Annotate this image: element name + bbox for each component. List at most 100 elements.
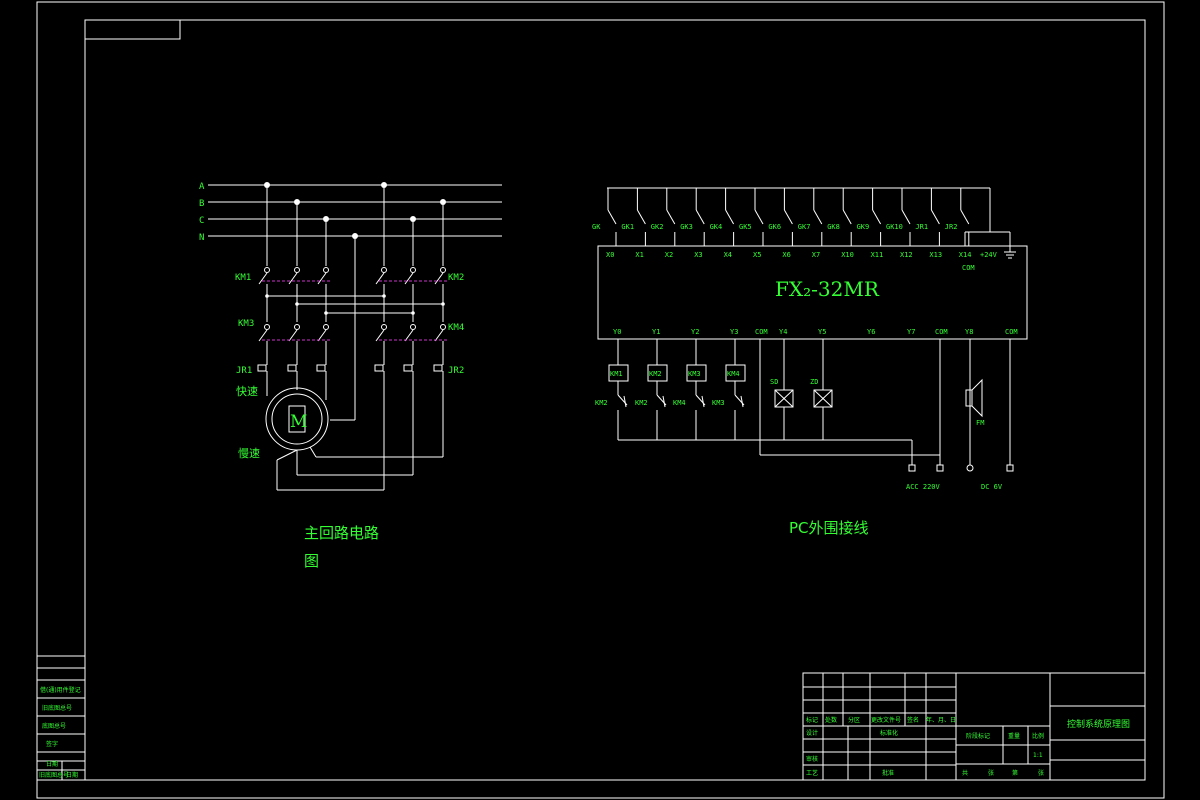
input-terminal-label: X4 (724, 251, 732, 259)
tb-header-cell: 年、月、日 (926, 716, 956, 724)
interlock-label: KM2 (635, 399, 648, 407)
drawing-frame (36, 1, 1165, 799)
main-circuit-caption-line2: 图 (304, 552, 319, 570)
tb-header-cell: 更改文件号 (871, 716, 901, 724)
lamp-zd-label: ZD (810, 378, 818, 386)
input-terminal-label: X5 (753, 251, 761, 259)
output-terminal-label: Y5 (818, 328, 826, 336)
side-table-cell: 借(通)用件登记 (40, 686, 81, 694)
tb-header-cell: 分区 (848, 716, 860, 724)
input-terminal-label: X1 (635, 251, 643, 259)
interlock-label: KM4 (673, 399, 686, 407)
interlock-label: KM2 (595, 399, 608, 407)
tb-mid-cell: 重量 (1008, 732, 1020, 740)
main-circuit-caption: 主回路电路 (304, 524, 379, 542)
tb-header-cell: 标记 (806, 716, 818, 724)
plc-input-com-label: COM (962, 264, 975, 272)
input-switch-label: GK (592, 223, 601, 231)
tb-sheet-cell: 共 (962, 769, 968, 777)
plc-24v-label: +24V (980, 251, 998, 259)
tb-mid-cell: 阶段标记 (966, 732, 990, 740)
main-circuit: A B C N KM1 KM2 (199, 182, 502, 570)
input-terminal-label: X14 (959, 251, 972, 259)
motor-slow-label: 慢速 (238, 447, 260, 460)
km2-label: KM2 (448, 273, 464, 283)
coil-km4: KM4 (727, 370, 740, 378)
input-terminal-label: X7 (812, 251, 820, 259)
input-switch-label: GK7 (798, 223, 811, 231)
output-terminal-label: COM (755, 328, 768, 336)
interlock-label: KM3 (712, 399, 725, 407)
coil-km3: KM3 (688, 370, 701, 378)
output-terminal-label: Y0 (613, 328, 621, 336)
input-switch-label: GK6 (768, 223, 781, 231)
tb-header-cell: 签名 (907, 716, 919, 724)
coil-km1: KM1 (610, 370, 623, 378)
input-terminal-label: X12 (900, 251, 913, 259)
title-block: 控制系统原理图 标记 处数 分区 更改文件号 签名 年、月、日 设计 标准化 审… (802, 672, 1146, 781)
km1-label: KM1 (235, 273, 251, 283)
input-terminal-label: X0 (606, 251, 614, 259)
input-terminal-label: X10 (841, 251, 854, 259)
tb-sheet-cell: 张 (1038, 769, 1044, 777)
output-terminal-label: Y3 (730, 328, 738, 336)
tb-craft-cell: 工艺 (806, 769, 818, 777)
input-terminal-label: X13 (929, 251, 942, 259)
output-terminal-label: Y1 (652, 328, 660, 336)
phase-label-c: C (199, 216, 204, 226)
input-switch-label: GK4 (710, 223, 723, 231)
plc-body (597, 245, 1028, 340)
input-switch-label: JR2 (945, 223, 958, 231)
input-switch-label: GK10 (886, 223, 903, 231)
input-switch-label: GK1 (621, 223, 634, 231)
phase-label-n: N (199, 233, 204, 243)
output-terminal-label: Y4 (779, 328, 787, 336)
tb-mid-cell: 比例 (1032, 732, 1044, 740)
input-terminal-label: X3 (694, 251, 702, 259)
output-terminal-label: Y6 (867, 328, 875, 336)
phase-label-a: A (199, 182, 205, 192)
tb-sheet-cell: 第 (1012, 769, 1018, 777)
plc-model: FX₂-32MR (775, 277, 880, 301)
output-terminal-label: Y7 (907, 328, 915, 336)
plc-circuit: FX₂-32MR GK GK1 GK2 GK3 GK4 GK5 GK6 GK7 GK8 GK9 GK… (592, 187, 1028, 537)
side-table-cell: 签字 (46, 740, 58, 748)
tb-craft-cell: 批准 (882, 769, 894, 777)
jr1-label: JR1 (236, 366, 252, 376)
lamp-sd-label: SD (770, 378, 778, 386)
input-switch-label: GK2 (651, 223, 664, 231)
tb-design-cell: 设计 (806, 729, 818, 737)
input-terminal-label: X2 (665, 251, 673, 259)
km4-label: KM4 (448, 323, 464, 333)
side-table-cell: 日期 (66, 771, 78, 779)
side-table: 借(通)用件登记 旧底图总号 底图总号 签字 日期 旧底图总号 日期 (36, 655, 86, 781)
output-terminal-label: Y8 (965, 328, 973, 336)
tb-review-cell: 审核 (806, 755, 818, 763)
km3-label: KM3 (238, 319, 254, 329)
coil-km2: KM2 (649, 370, 662, 378)
motor-letter: M (290, 412, 307, 432)
supply-dc-label: DC 6V (981, 483, 1003, 491)
input-terminal-label: X11 (871, 251, 884, 259)
input-terminal-label: X6 (782, 251, 790, 259)
input-switch-label: GK8 (827, 223, 840, 231)
motor-fast-label: 快速 (236, 385, 258, 398)
jr2-label: JR2 (448, 366, 464, 376)
side-table-cell: 旧底图总号 (42, 704, 72, 712)
drawing-title: 控制系统原理图 (1067, 718, 1130, 730)
input-switch-label: GK9 (857, 223, 870, 231)
side-table-cell: 底图总号 (42, 722, 66, 730)
side-table-cell: 旧底图总号 (39, 771, 69, 779)
input-switch-label: GK5 (739, 223, 752, 231)
output-terminal-label: COM (935, 328, 948, 336)
input-switch-label: JR1 (915, 223, 928, 231)
tb-design-cell: 标准化 (880, 729, 898, 737)
output-terminal-label: Y2 (691, 328, 699, 336)
plc-caption: PC外围接线 (789, 519, 869, 537)
tb-sheet-cell: 张 (988, 769, 994, 777)
input-switch-label: GK3 (680, 223, 693, 231)
side-table-cell: 日期 (46, 760, 58, 768)
output-terminal-label: COM (1005, 328, 1018, 336)
phase-label-b: B (199, 199, 204, 209)
